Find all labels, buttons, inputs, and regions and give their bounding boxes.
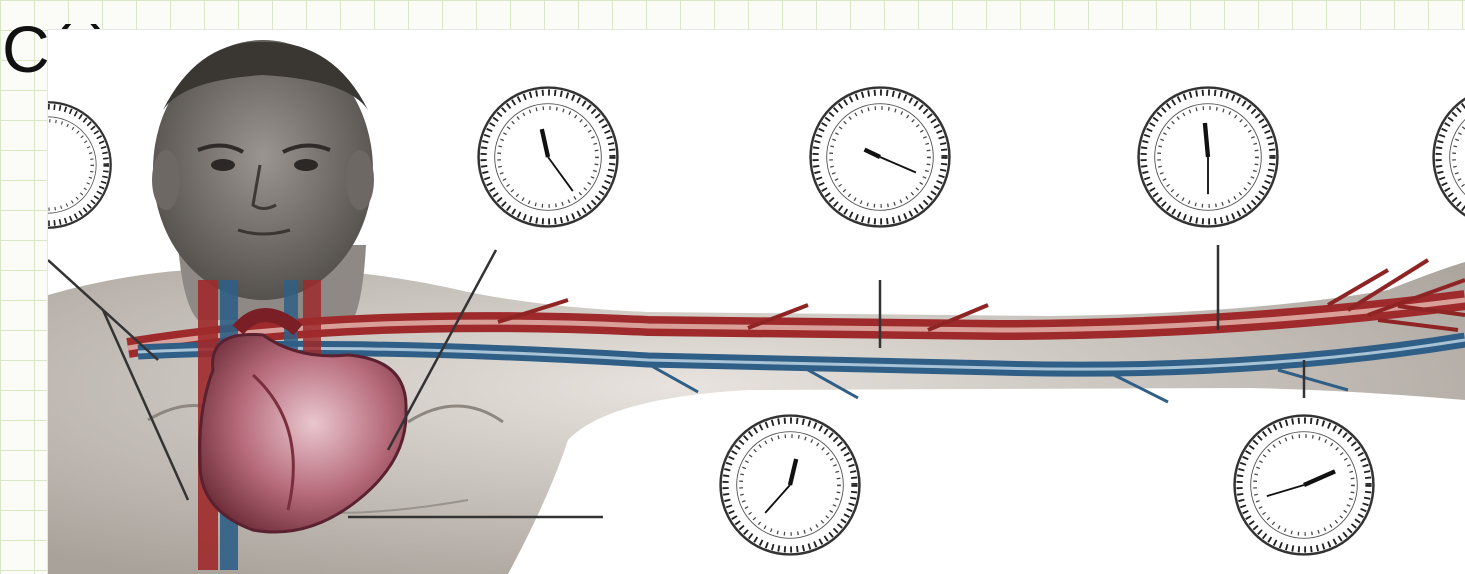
pressure-gauge-7: [1235, 416, 1374, 555]
heart: [198, 308, 408, 534]
anatomy-illustration: [48, 30, 1465, 574]
pressure-gauge-5: [1434, 88, 1465, 227]
pressure-gauge-2: [479, 88, 618, 227]
pressure-gauge-3: [811, 88, 950, 227]
pressure-gauge-1: [48, 102, 111, 227]
pressure-gauge-4: [1139, 88, 1278, 227]
pressure-gauge-6: [721, 416, 860, 555]
pressure-gauges: [48, 88, 1465, 555]
pointer-lines: [48, 245, 1306, 519]
human-figure: [48, 40, 1465, 574]
